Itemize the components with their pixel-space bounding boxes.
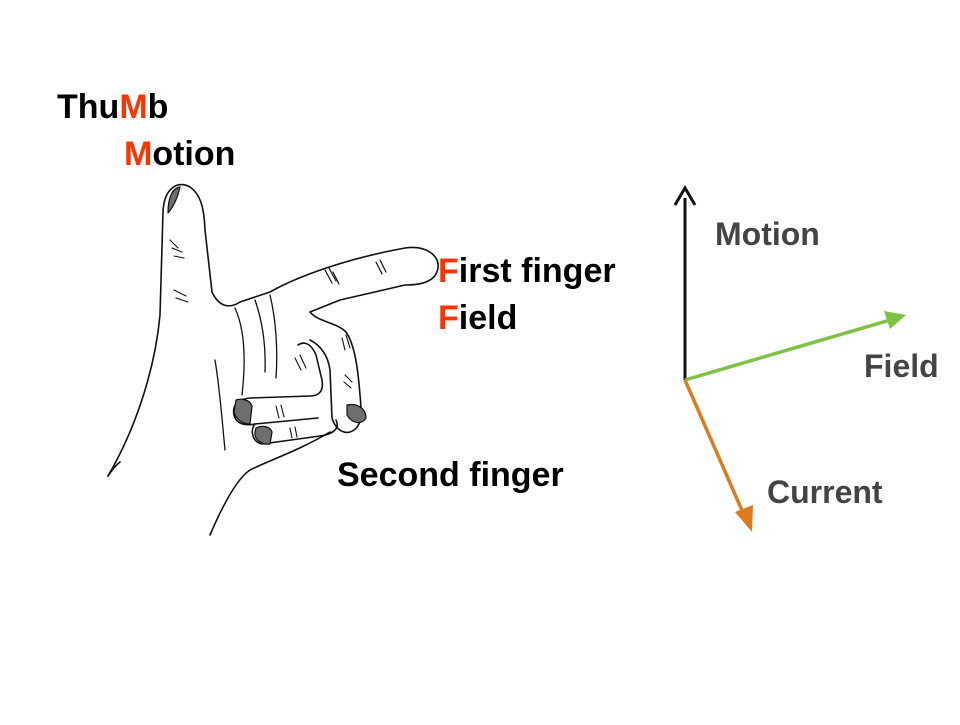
current-arrow — [683, 379, 746, 516]
little-finger — [251, 419, 338, 445]
label-field-hand: Field — [438, 299, 518, 337]
little-nail — [254, 425, 273, 445]
wrist-line — [209, 431, 331, 536]
vector-label-motion: Motion — [715, 216, 820, 252]
field-arrowhead — [884, 311, 906, 329]
thumb-nail — [167, 186, 181, 214]
label-thumb: ThuMb — [57, 88, 169, 126]
label-first-finger: First finger — [438, 252, 616, 290]
palm-lines — [214, 294, 278, 451]
label-second-finger: Second finger — [337, 456, 564, 494]
vector-label-field: Field — [864, 348, 939, 384]
ring-finger — [232, 342, 324, 426]
ring-nail — [233, 398, 253, 425]
middle-nail — [346, 403, 367, 424]
hand-illustration — [107, 183, 439, 536]
thumb-outline — [107, 183, 439, 477]
current-arrowhead — [735, 505, 753, 532]
vector-axes — [673, 185, 906, 532]
motion-arrowhead — [673, 185, 697, 206]
vector-label-current: Current — [767, 474, 883, 510]
field-arrow — [684, 318, 891, 382]
label-motion-hand: Motion — [124, 135, 236, 173]
